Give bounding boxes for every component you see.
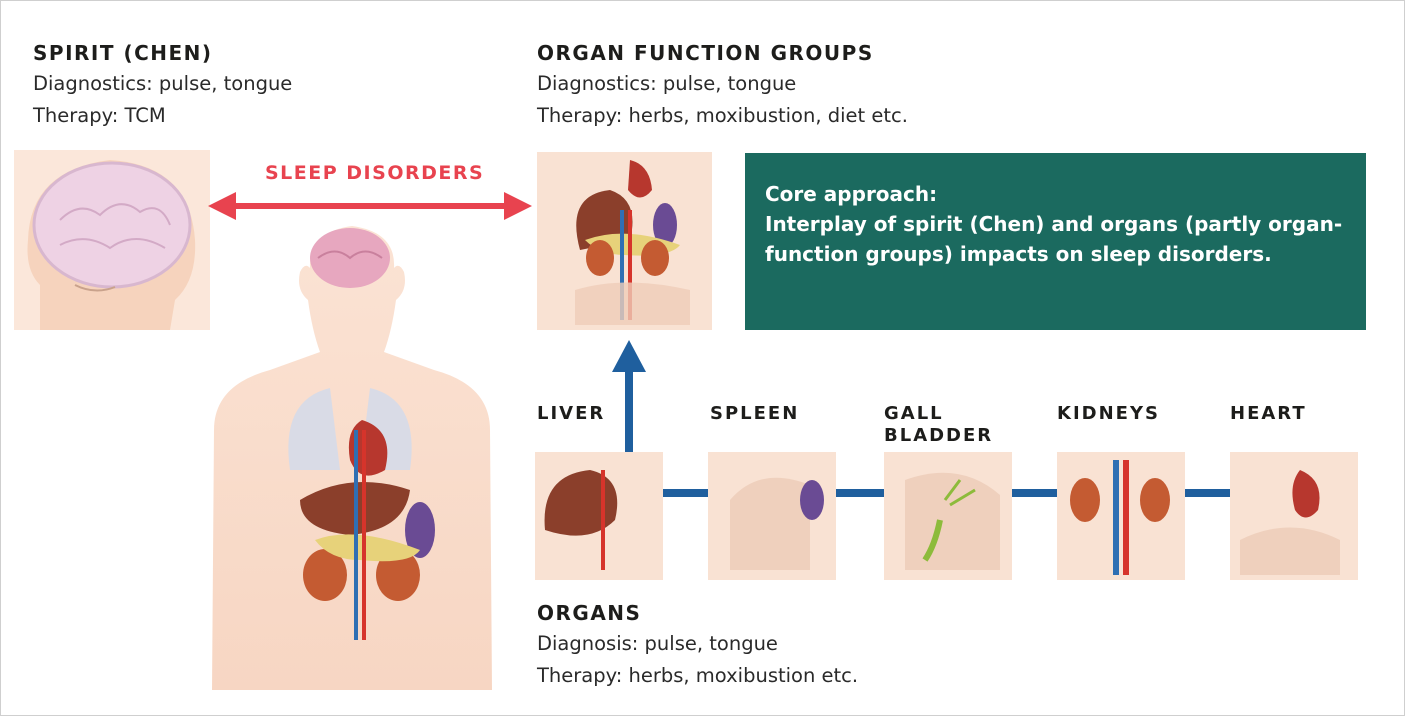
organ-label-heart: HEART — [1230, 403, 1360, 425]
spirit-diagnostics: Diagnostics: pulse, tongue — [33, 72, 292, 95]
sleep-disorders-label: SLEEP DISORDERS — [265, 162, 484, 184]
spirit-therapy: Therapy: TCM — [33, 104, 166, 127]
organ-label-liver: LIVER — [537, 403, 667, 425]
core-approach-box: Core approach: Interplay of spirit (Chen… — [745, 153, 1366, 330]
head-brain-illustration — [14, 150, 210, 330]
body-figure-illustration — [212, 226, 492, 690]
organs-title: ORGANS — [537, 601, 641, 625]
organ-function-groups-illustration — [537, 152, 712, 330]
spleen-thumbnail — [708, 452, 836, 580]
organ-function-groups-diagnostics: Diagnostics: pulse, tongue — [537, 72, 796, 95]
organ-label-spleen: SPLEEN — [710, 403, 840, 425]
organ-label-kidneys: KIDNEYS — [1057, 403, 1187, 425]
organs-therapy: Therapy: herbs, moxibustion etc. — [537, 664, 858, 687]
core-approach-text: Interplay of spirit (Chen) and organs (p… — [765, 209, 1346, 269]
liver-thumbnail — [535, 452, 663, 580]
organ-function-groups-title: ORGAN FUNCTION GROUPS — [537, 41, 874, 65]
gall-bladder-thumbnail — [884, 452, 1012, 580]
spirit-title: SPIRIT (CHEN) — [33, 41, 213, 65]
upward-arrow — [612, 340, 646, 455]
organs-diagnosis: Diagnosis: pulse, tongue — [537, 632, 778, 655]
organ-function-groups-therapy: Therapy: herbs, moxibustion, diet etc. — [537, 104, 908, 127]
kidneys-thumbnail — [1057, 452, 1185, 580]
core-approach-heading: Core approach: — [765, 179, 1346, 209]
sleep-disorders-arrow — [208, 192, 532, 220]
heart-thumbnail — [1230, 452, 1358, 580]
